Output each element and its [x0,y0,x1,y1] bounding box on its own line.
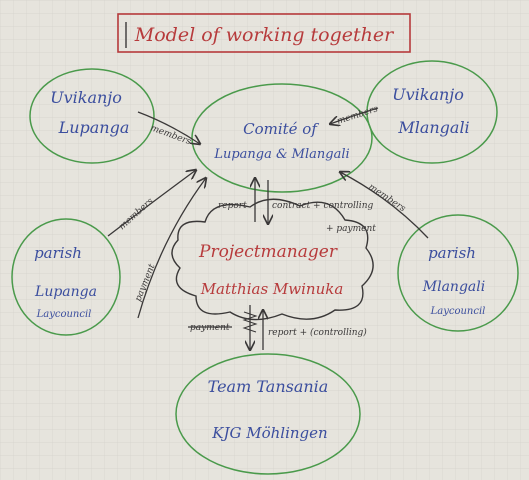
project-manager-line2: Matthias Mwinuka [200,280,344,298]
team-line2: KJG Möhlingen [211,424,327,442]
comite-line1: Comité of [243,120,319,138]
diagram-title: Model of working together [134,24,395,46]
label-payment-crossed: payment [190,323,230,333]
label-contract-payment: + payment [326,224,376,234]
parish-mlangali-line3: Laycouncil [430,306,486,317]
uvikanjo-lupanga-bubble [29,68,155,164]
project-manager-line1: Projectmanager [198,242,338,262]
parish-mlangali-line2: Mlangali [422,279,485,295]
label-contract: contract + controlling [272,201,373,211]
uvikanjo-lupanga-line1: Uvikanjo [50,88,122,107]
team-bubble [175,353,361,475]
label-report: report [218,201,247,211]
team-line1: Team Tansania [208,377,329,396]
parish-lupanga-line1: parish [34,244,82,262]
uvikanjo-lupanga-line2: Lupanga [58,118,130,137]
uvikanjo-mlangali-line1: Uvikanjo [392,85,464,104]
parish-lupanga-line3: Laycouncil [36,309,92,320]
parish-lupanga-bubble [11,218,121,336]
uvikanjo-mlangali-line2: Mlangali [397,118,469,137]
project-manager-cloud [171,198,374,321]
title-box [117,13,411,53]
parish-mlangali-bubble [397,214,519,332]
comite-line2: Lupanga & Mlangali [213,147,349,162]
parish-lupanga-line2: Lupanga [34,284,97,300]
parish-mlangali-line1: parish [428,244,476,262]
label-report-controlling: report + (controlling) [268,327,367,338]
